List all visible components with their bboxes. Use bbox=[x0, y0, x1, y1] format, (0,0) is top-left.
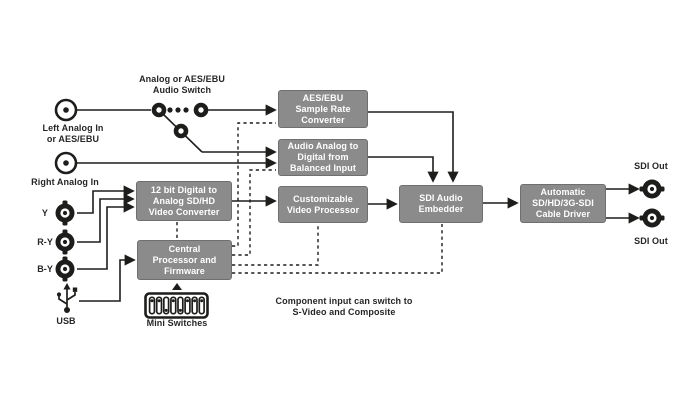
b-y-input-label: B-Y bbox=[37, 264, 53, 274]
mini-switches-icon bbox=[144, 283, 209, 319]
box-video-converter: 12 bit Digital to Analog SD/HD Video Con… bbox=[136, 181, 232, 221]
sdi-out-1-connector-icon bbox=[639, 179, 665, 199]
b-y-connector-icon bbox=[55, 256, 75, 282]
audio-switch-label: Analog or AES/EBU Audio Switch bbox=[139, 74, 225, 95]
usb-icon bbox=[56, 283, 78, 313]
left-analog-in-connector-icon bbox=[54, 98, 78, 122]
left-analog-in-label: Left Analog In or AES/EBU bbox=[42, 123, 104, 144]
box-sdi-audio-embedder: SDI Audio Embedder bbox=[399, 185, 483, 223]
box-central-processor: Central Processor and Firmware bbox=[137, 240, 232, 280]
r-y-connector-icon bbox=[55, 229, 75, 255]
audio-switch-icon bbox=[151, 102, 209, 139]
box-sample-rate-converter: AES/EBU Sample Rate Converter bbox=[278, 90, 368, 128]
control-wires bbox=[176, 122, 443, 274]
box-cable-driver: Automatic SD/HD/3G-SDI Cable Driver bbox=[520, 184, 606, 223]
sdi-out-bottom-label: SDI Out bbox=[634, 236, 668, 246]
component-note-label: Component input can switch to S-Video an… bbox=[275, 296, 413, 317]
usb-label: USB bbox=[56, 316, 76, 326]
box-audio-adc: Audio Analog to Digital from Balanced In… bbox=[278, 139, 368, 176]
r-y-input-label: R-Y bbox=[37, 237, 53, 247]
sdi-out-top-label: SDI Out bbox=[634, 161, 668, 171]
sdi-out-2-connector-icon bbox=[639, 208, 665, 228]
mini-switches-label: Mini Switches bbox=[146, 318, 208, 328]
right-analog-in-label: Right Analog In bbox=[31, 177, 99, 187]
y-input-label: Y bbox=[41, 208, 48, 218]
signal-wires bbox=[77, 104, 640, 302]
box-video-processor: Customizable Video Processor bbox=[278, 186, 368, 223]
right-analog-in-connector-icon bbox=[54, 151, 78, 175]
y-connector-icon bbox=[55, 200, 75, 226]
